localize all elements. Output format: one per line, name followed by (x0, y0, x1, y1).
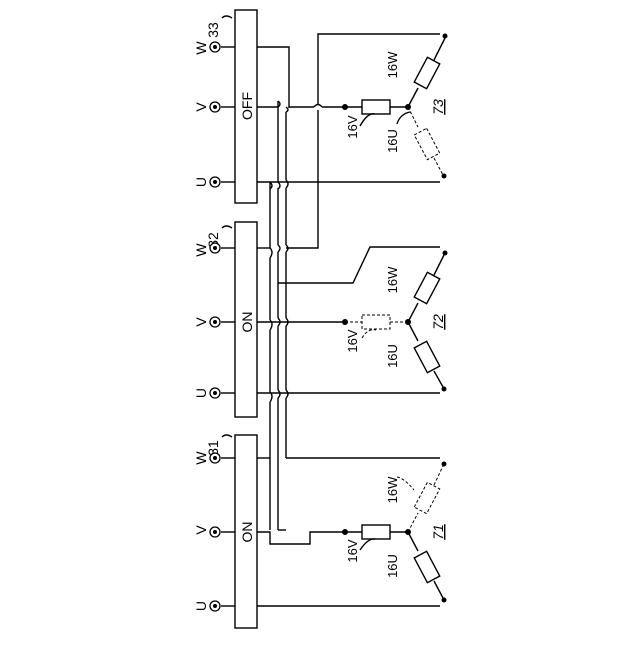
terminal-w-32-center (213, 246, 217, 250)
svg-text:16W: 16W (385, 51, 400, 78)
unit-ref-33-leader (222, 16, 232, 18)
terminal-v-32-center (213, 320, 217, 324)
load-73: 16W 16V 16U 73 (342, 34, 448, 179)
out-v-31 (257, 532, 345, 544)
terminal-label-v-32: V (193, 317, 209, 327)
resistor-73-v (362, 100, 390, 114)
svg-text:16U: 16U (385, 129, 400, 153)
w-33-down (286, 110, 318, 248)
resistor-73-w (414, 57, 440, 88)
terminal-v-31-center (213, 530, 217, 534)
out-v-33-bump (314, 105, 322, 108)
svg-text:16W: 16W (385, 476, 400, 503)
load-ref-72: 72 (430, 314, 446, 330)
bus-w-33 (257, 47, 289, 108)
terminal-label-w-33: W (193, 41, 209, 55)
svg-text:16W: 16W (385, 266, 400, 293)
switch-32-state: ON (239, 312, 255, 333)
unit-ref-31-leader (222, 435, 232, 437)
svg-text:16V: 16V (345, 329, 360, 352)
terminal-label-v-31: V (193, 525, 209, 535)
terminal-label-w-32: W (193, 243, 209, 257)
terminal-w-33-center (213, 45, 217, 49)
load-72-top-feed (278, 247, 440, 283)
svg-text:16V: 16V (345, 539, 360, 562)
load-71: 16W 16V 16U 71 (342, 462, 447, 603)
terminal-v-33-center (213, 105, 217, 109)
terminal-u-33-center (213, 180, 217, 184)
switch-31-state: ON (239, 522, 255, 543)
svg-text:16U: 16U (385, 344, 400, 368)
load-ref-71: 71 (430, 524, 446, 540)
switch-33-state: OFF (239, 92, 255, 120)
terminal-label-v-33: V (193, 102, 209, 112)
unit-ref-33: 33 (205, 22, 221, 38)
terminal-label-w-31: W (193, 451, 209, 465)
terminals (210, 42, 220, 611)
load-ref-73: 73 (430, 99, 446, 115)
svg-text:16V: 16V (345, 115, 360, 138)
terminal-label-u-31: U (193, 601, 209, 611)
terminal-label-u-33: U (193, 177, 209, 187)
terminal-u-32-center (213, 391, 217, 395)
terminal-w-31-center (213, 456, 217, 460)
unit-ref-32-leader (222, 226, 232, 228)
svg-text:16U: 16U (385, 554, 400, 578)
terminal-u-31-center (213, 604, 217, 608)
terminal-label-u-32: U (193, 388, 209, 398)
